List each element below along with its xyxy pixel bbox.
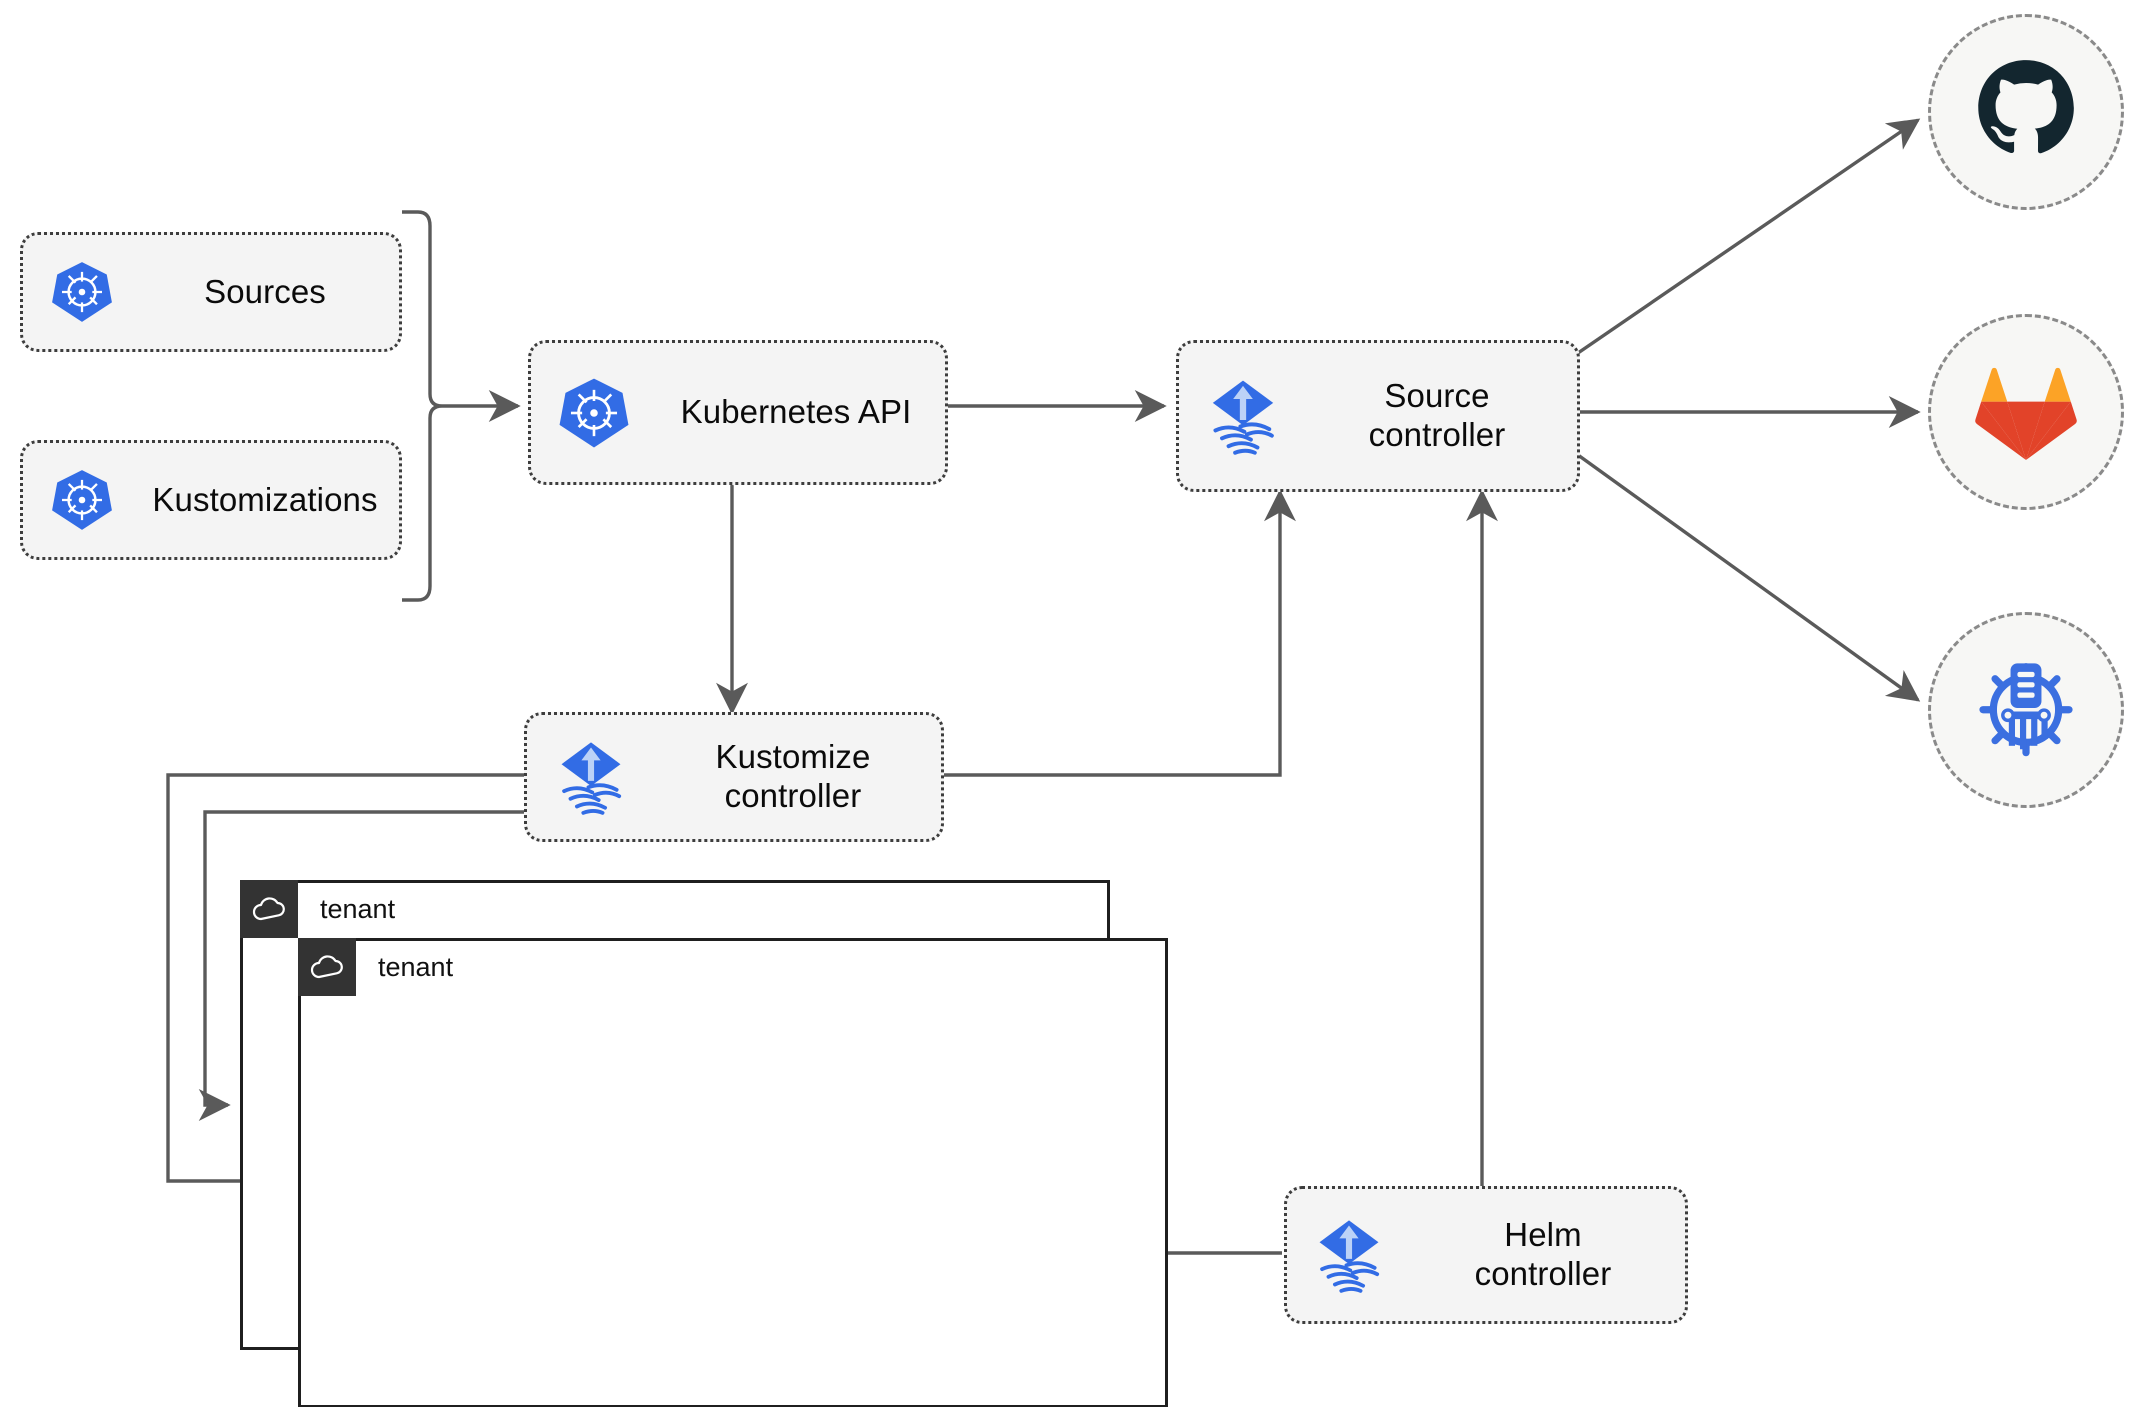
kubernetes-icon	[23, 259, 141, 325]
flux-icon	[527, 736, 655, 818]
tenant-label: tenant	[378, 951, 454, 982]
node-sources[interactable]: Sources	[20, 232, 402, 352]
node-label: Source controller	[1368, 377, 1506, 453]
node-source-controller[interactable]: Source controller	[1176, 340, 1580, 492]
kubernetes-icon	[531, 375, 657, 451]
node-label: Kubernetes API	[680, 393, 912, 431]
node-label: Sources	[204, 272, 326, 310]
github-icon	[1974, 58, 2078, 167]
gitlab-icon	[1973, 360, 2079, 465]
cloud-icon	[240, 880, 298, 938]
helm-repository-icon	[1971, 653, 2081, 768]
node-label: Kustomize controller	[715, 738, 871, 814]
tenant-header-front: tenant	[298, 938, 453, 996]
external-source-helm-repository[interactable]	[1928, 612, 2124, 808]
node-label: Kustomizations	[152, 480, 378, 518]
node-label: Helm controller	[1474, 1216, 1612, 1292]
flux-icon	[1179, 374, 1307, 458]
kubernetes-icon	[23, 467, 141, 533]
external-source-gitlab[interactable]	[1928, 314, 2124, 510]
node-helm-controller[interactable]: Helm controller	[1284, 1186, 1688, 1324]
cloud-icon	[298, 938, 356, 996]
external-source-github[interactable]	[1928, 14, 2124, 210]
node-kustomizations[interactable]: Kustomizations	[20, 440, 402, 560]
flux-icon	[1287, 1214, 1411, 1296]
tenant-container-front[interactable]: tenant	[298, 938, 1168, 1407]
node-kubernetes-api[interactable]: Kubernetes API	[528, 340, 948, 485]
tenant-label: tenant	[320, 893, 396, 924]
node-kustomize-controller[interactable]: Kustomize controller	[524, 712, 944, 842]
tenant-header-back: tenant	[240, 880, 395, 938]
